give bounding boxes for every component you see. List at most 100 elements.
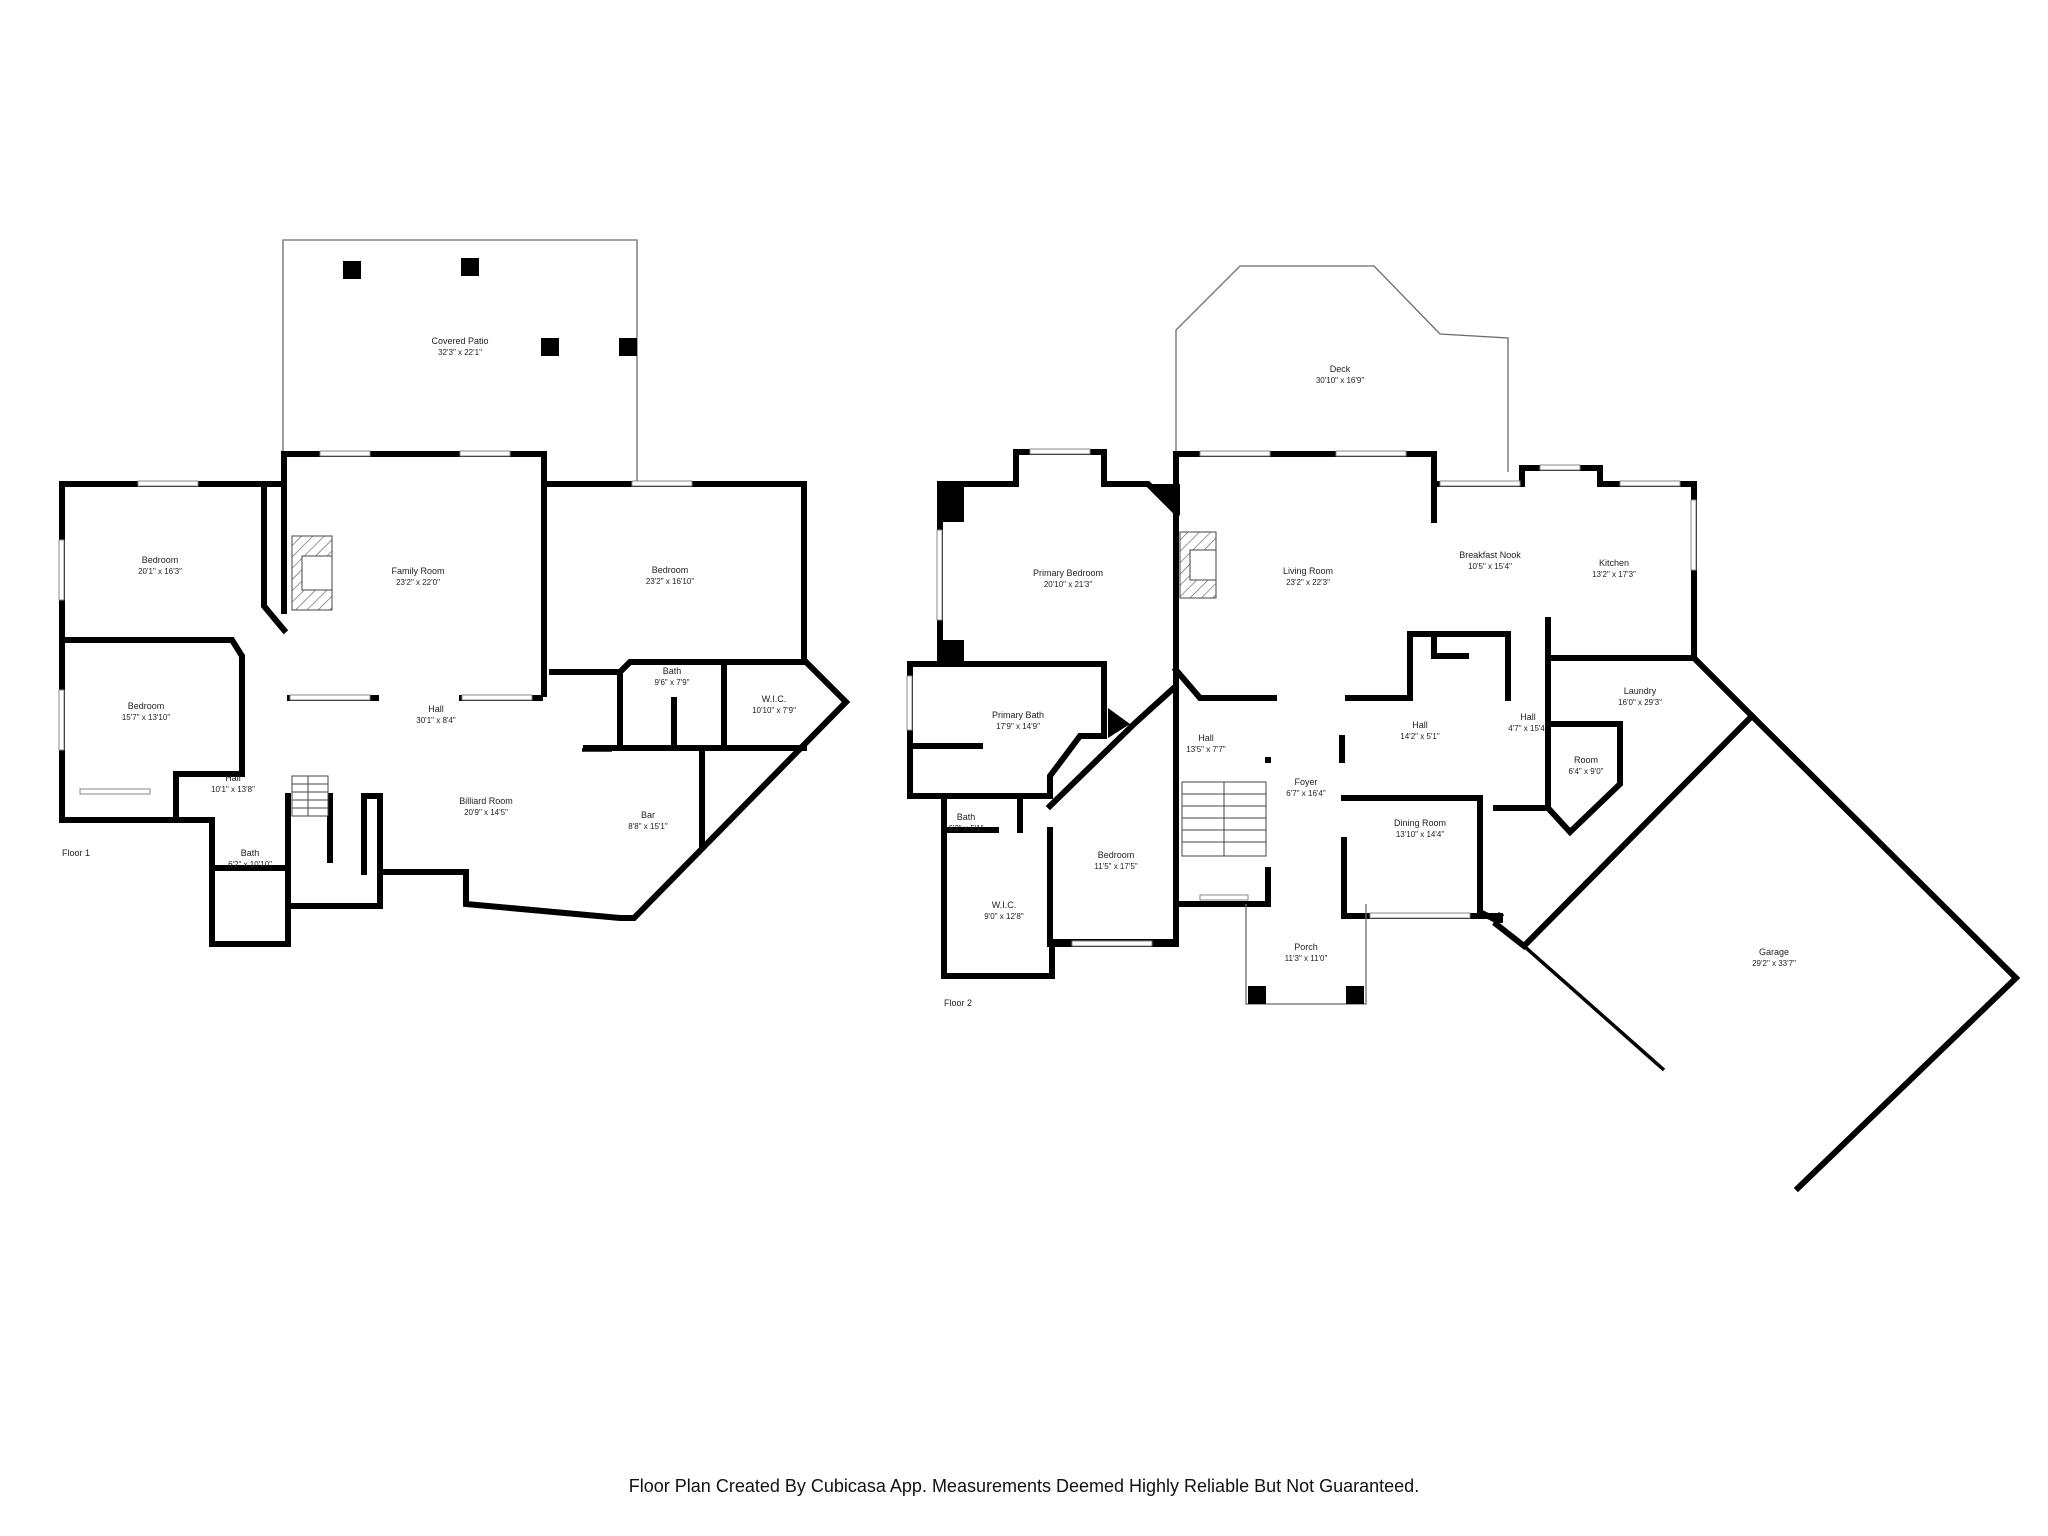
room-labels-floor-1: Covered Patio 32'3" x 22'1" Bedroom 20'1… — [122, 336, 796, 869]
interior-wall — [615, 659, 727, 751]
window — [58, 539, 65, 601]
porch-outline — [1245, 904, 1367, 1005]
patio-column — [343, 261, 361, 279]
staircase — [291, 775, 329, 817]
patio-column — [461, 258, 479, 276]
floor-2-exterior-wall — [937, 449, 1697, 661]
room-dimensions: 9'6" x 7'9" — [655, 678, 690, 687]
room-name: Hall — [1198, 733, 1214, 743]
porch-column — [1248, 986, 1266, 1004]
room-labels-floor-2: Deck 30'10" x 16'9" Primary Bedroom 20'1… — [949, 364, 1797, 968]
room-name: Dining Room — [1394, 818, 1446, 828]
wall-block — [1108, 708, 1130, 738]
wall-block — [942, 640, 964, 664]
floor-2-plan — [906, 265, 2021, 1193]
patio-column — [541, 338, 559, 356]
room-name: Covered Patio — [431, 336, 488, 346]
window — [461, 694, 533, 701]
disclaimer-footer: Floor Plan Created By Cubicasa App. Meas… — [628, 1476, 1420, 1496]
interior-wall — [59, 637, 245, 823]
room-name: W.I.C. — [762, 694, 787, 704]
room-name: Primary Bedroom — [1033, 568, 1103, 578]
room-dimensions: 8'8" x 15'1" — [628, 822, 668, 831]
window — [631, 480, 693, 487]
room-dimensions: 10'10" x 7'9" — [752, 706, 796, 715]
interior-wall — [361, 793, 383, 875]
floor-2-label: Floor 2 — [944, 998, 972, 1008]
room-dimensions: 17'9" x 14'9" — [996, 722, 1040, 731]
room-dimensions: 9'0" x 12'8" — [984, 912, 1024, 921]
window — [1199, 450, 1271, 457]
room-name: Bath — [241, 848, 260, 858]
window — [319, 450, 371, 457]
window — [459, 450, 511, 457]
interior-wall — [1341, 795, 1501, 925]
room-dimensions: 20'10" x 21'3" — [1044, 580, 1092, 589]
fireplace-firebox — [1189, 549, 1217, 581]
porch-column — [1346, 986, 1364, 1004]
room-name: W.I.C. — [992, 900, 1017, 910]
room-dimensions: 23'2" x 16'10" — [646, 577, 694, 586]
room-dimensions: 23'2" x 22'0" — [396, 578, 440, 587]
room-dimensions: 29'2" x 33'7" — [1752, 959, 1796, 968]
room-dimensions: 23'2" x 22'3" — [1286, 578, 1330, 587]
patio-column — [619, 338, 637, 356]
window — [1335, 450, 1407, 457]
room-dimensions: 20'1" x 16'3" — [138, 567, 182, 576]
room-dimensions: 13'2" x 17'3" — [1592, 570, 1636, 579]
room-name: Bedroom — [1098, 850, 1135, 860]
room-dimensions: 10'1" x 13'8" — [211, 785, 255, 794]
window — [1029, 448, 1091, 455]
room-name: Bath — [663, 666, 682, 676]
wall-block — [942, 484, 964, 522]
room-name: Hall — [225, 773, 241, 783]
room-name: Room — [1574, 755, 1598, 765]
interior-wall — [1431, 631, 1469, 659]
room-name: Garage — [1759, 947, 1789, 957]
window — [1619, 480, 1681, 487]
interior-wall — [1543, 721, 1623, 837]
floor-2-exterior-wall — [907, 481, 1179, 979]
interior-wall — [1045, 509, 1179, 811]
window — [1071, 940, 1153, 947]
room-dimensions: 30'10" x 16'9" — [1316, 376, 1364, 385]
window — [936, 529, 943, 621]
room-name: Deck — [1330, 364, 1351, 374]
room-name: Bath — [957, 812, 976, 822]
floor-1-plan — [58, 239, 851, 947]
room-name: Hall — [1412, 720, 1428, 730]
interior-wall — [261, 481, 289, 635]
room-name: Laundry — [1624, 686, 1657, 696]
window — [1369, 912, 1471, 919]
room-dimensions: 16'0" x 29'3" — [1618, 698, 1662, 707]
room-name: Foyer — [1294, 777, 1317, 787]
room-name: Family Room — [391, 566, 444, 576]
wall-block — [1148, 484, 1180, 516]
room-name: Hall — [1520, 712, 1536, 722]
garage-wall — [1747, 711, 2021, 1193]
room-name: Primary Bath — [992, 710, 1044, 720]
window — [289, 694, 371, 701]
interior-wall — [907, 661, 1107, 833]
garage-door-line — [1522, 944, 1666, 1072]
floor-1-exterior-wall — [59, 451, 851, 947]
room-dimensions: 13'10" x 14'4" — [1396, 830, 1444, 839]
covered-patio-outline — [282, 239, 638, 483]
fireplace-firebox — [301, 555, 333, 591]
room-dimensions: 6'4" x 9'0" — [1569, 767, 1604, 776]
room-name: Kitchen — [1599, 558, 1629, 568]
floor-labels: Floor 1 Floor 2 — [62, 848, 972, 1008]
room-dimensions: 4'7" x 15'4" — [1508, 724, 1548, 733]
window — [79, 788, 151, 795]
room-dimensions: 30'1" x 8'4" — [416, 716, 456, 725]
room-dimensions: 10'5" x 15'4" — [1468, 562, 1512, 571]
window — [1690, 499, 1697, 571]
room-dimensions: 11'3" x 11'0" — [1285, 954, 1328, 963]
room-dimensions: 14'2" x 5'1" — [1400, 732, 1440, 741]
room-name: Bedroom — [142, 555, 179, 565]
room-dimensions: 6'7" x 16'4" — [1286, 789, 1326, 798]
window — [58, 689, 65, 751]
room-dimensions: 13'5" x 7'7" — [1186, 745, 1226, 754]
room-dimensions: 6'2" x 10'10" — [228, 860, 272, 869]
